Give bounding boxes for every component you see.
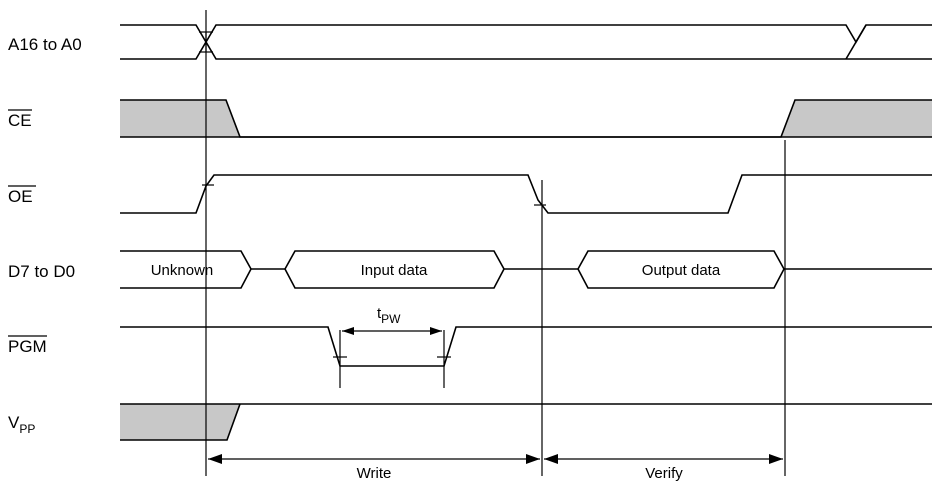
data-label: D7 to D0 bbox=[8, 262, 75, 281]
verify-phase-label: Verify bbox=[645, 465, 683, 482]
vpp-label-sub: PP bbox=[19, 422, 35, 436]
pulse-width-arrow bbox=[342, 327, 442, 335]
vpp-label: VPP bbox=[8, 413, 35, 436]
oe-label: OE bbox=[8, 187, 33, 206]
vpp-waveform bbox=[120, 403, 932, 441]
pgm-waveform bbox=[120, 326, 932, 388]
pulse-width-label: tPW bbox=[377, 305, 401, 326]
addr-waveform bbox=[120, 24, 932, 60]
data-waveform bbox=[120, 250, 932, 289]
data-unknown-text: Unknown bbox=[151, 262, 214, 279]
ce-waveform bbox=[120, 99, 932, 138]
pulse-width-sub: PW bbox=[381, 312, 401, 326]
vpp-label-main: V bbox=[8, 413, 20, 432]
data-input-text: Input data bbox=[361, 262, 428, 279]
ce-label: CE bbox=[8, 111, 32, 130]
pulse-width-main: t bbox=[377, 305, 382, 322]
pgm-label: PGM bbox=[8, 337, 47, 356]
write-phase-arrow bbox=[208, 454, 540, 464]
verify-phase-arrow bbox=[544, 454, 783, 464]
data-output-text: Output data bbox=[642, 262, 721, 279]
write-phase-label: Write bbox=[357, 465, 392, 482]
addr-label: A16 to A0 bbox=[8, 35, 82, 54]
oe-waveform bbox=[120, 174, 932, 214]
